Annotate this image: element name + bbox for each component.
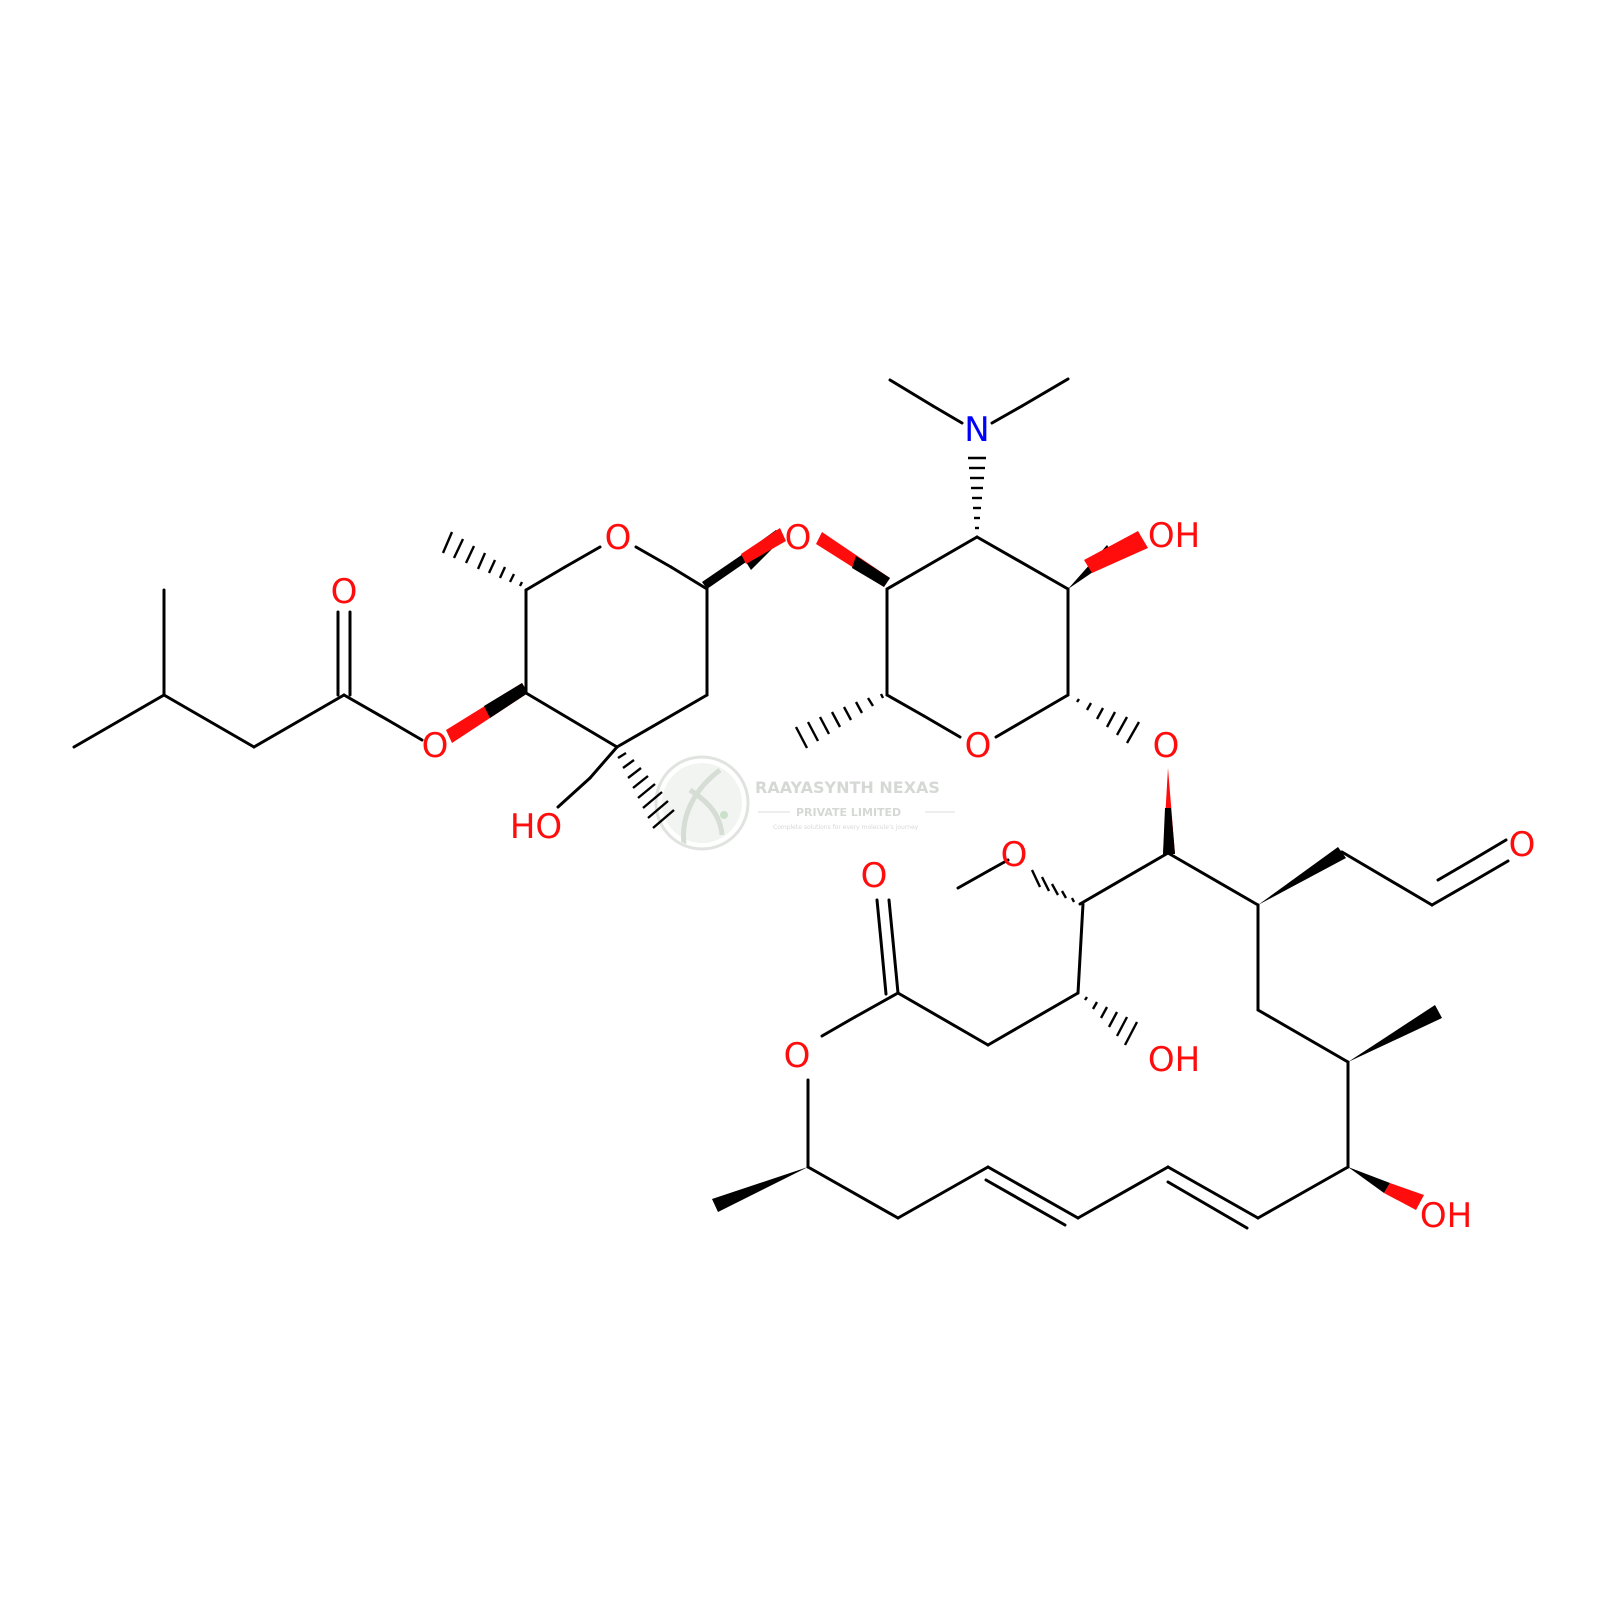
bond-oxygen	[994, 714, 1034, 739]
bond-nitrogen	[931, 404, 964, 425]
wedge-bond	[1384, 1183, 1424, 1210]
bond	[879, 939, 888, 996]
bond	[1166, 851, 1260, 907]
bond	[986, 991, 1080, 1047]
wedge-bond	[1348, 1167, 1390, 1193]
bond	[1166, 1180, 1249, 1230]
wedge-bond	[1348, 1005, 1442, 1062]
bond	[1020, 377, 1070, 408]
bond-oxygen	[1470, 859, 1510, 884]
bond-oxygen	[563, 545, 602, 569]
bond	[342, 693, 388, 721]
hydroxyl-label-right: OH	[1420, 1196, 1472, 1236]
watermark-tagline: Complete solutions for every molecule's …	[773, 824, 919, 831]
bond-oxygen	[634, 545, 673, 569]
bond	[1030, 693, 1070, 718]
bond	[72, 693, 166, 749]
bond-oxygen	[875, 898, 883, 943]
bond	[984, 1178, 1067, 1227]
bond-oxygen	[988, 858, 1010, 872]
bond-nitrogen	[990, 404, 1024, 425]
bond	[1256, 1008, 1350, 1064]
bond	[524, 565, 567, 592]
bond-oxygen	[887, 898, 895, 943]
wedge-bond	[1084, 531, 1148, 573]
ester-oxygen-label: O	[422, 726, 449, 766]
ring-oxygen-right-label: O	[965, 726, 992, 766]
bond	[615, 693, 709, 749]
bond	[888, 378, 935, 408]
bond	[885, 535, 979, 591]
bond	[853, 991, 900, 1019]
bond	[806, 1165, 900, 1220]
glycosidic-oxygen-2-label: O	[1153, 726, 1180, 766]
wedge-bond	[1163, 808, 1175, 854]
hash-bond	[441, 531, 524, 587]
bond	[1166, 1165, 1260, 1220]
bond	[1430, 880, 1474, 907]
lactone-ring-oxygen-label: O	[784, 1036, 811, 1076]
wedge-bond	[484, 683, 528, 718]
bond	[896, 991, 990, 1047]
bond	[986, 1165, 1080, 1220]
ring-oxygen-left-label: O	[605, 518, 632, 558]
watermark: RAAYASYNTH NEXAS PRIVATE LIMITED Complet…	[654, 755, 955, 851]
hash-bond	[794, 693, 885, 749]
bond	[588, 745, 619, 780]
bond	[1076, 1165, 1170, 1220]
hash-bond	[968, 456, 986, 530]
bond-oxygen	[1472, 838, 1508, 861]
bond	[1436, 857, 1476, 882]
aldehyde-oxygen-label: O	[1509, 825, 1536, 865]
bond	[669, 565, 709, 591]
bond	[885, 693, 926, 718]
bond	[896, 1165, 990, 1220]
bond-oxygen	[922, 714, 962, 739]
bond-oxygen	[820, 1015, 857, 1038]
bond	[891, 939, 900, 995]
hydroxyl-label-lower: OH	[1148, 1040, 1200, 1080]
hash-bond	[617, 751, 675, 829]
hash-bond	[1084, 996, 1139, 1046]
hydroxyl-label-sugar: OH	[1148, 516, 1200, 556]
watermark-subtitle: PRIVATE LIMITED	[796, 806, 901, 819]
nitrogen-label: N	[964, 410, 989, 450]
watermark-logo-icon	[654, 755, 750, 851]
lactone-carbonyl-oxygen-label: O	[861, 856, 888, 896]
molecule-bonds	[72, 377, 1510, 1230]
bond	[252, 693, 346, 749]
methoxy-oxygen-label: O	[1001, 835, 1028, 875]
wedge-bond	[741, 528, 786, 564]
bond	[956, 868, 992, 890]
bond	[1076, 902, 1085, 995]
bond	[975, 535, 1070, 591]
bond-oxygen	[556, 776, 592, 809]
hash-bond	[1076, 698, 1141, 744]
wedge-bond	[852, 556, 890, 587]
wedge-bond	[712, 1167, 808, 1212]
bond	[524, 691, 619, 749]
watermark-name: RAAYASYNTH NEXAS	[755, 778, 940, 797]
hash-bond	[1030, 869, 1076, 903]
ester-carbonyl-oxygen-label: O	[331, 572, 358, 612]
atom-labels: O O O O HO N OH O O O O O O OH OH	[331, 410, 1536, 1236]
bond	[1340, 850, 1434, 907]
bond	[1256, 1165, 1350, 1220]
glycosidic-oxygen-label: O	[785, 518, 812, 558]
hydroxyl-label-left: HO	[510, 807, 562, 847]
bond-oxygen	[384, 717, 424, 742]
bond	[1078, 851, 1170, 906]
wedge-bond	[1258, 847, 1346, 905]
bond	[162, 693, 256, 749]
